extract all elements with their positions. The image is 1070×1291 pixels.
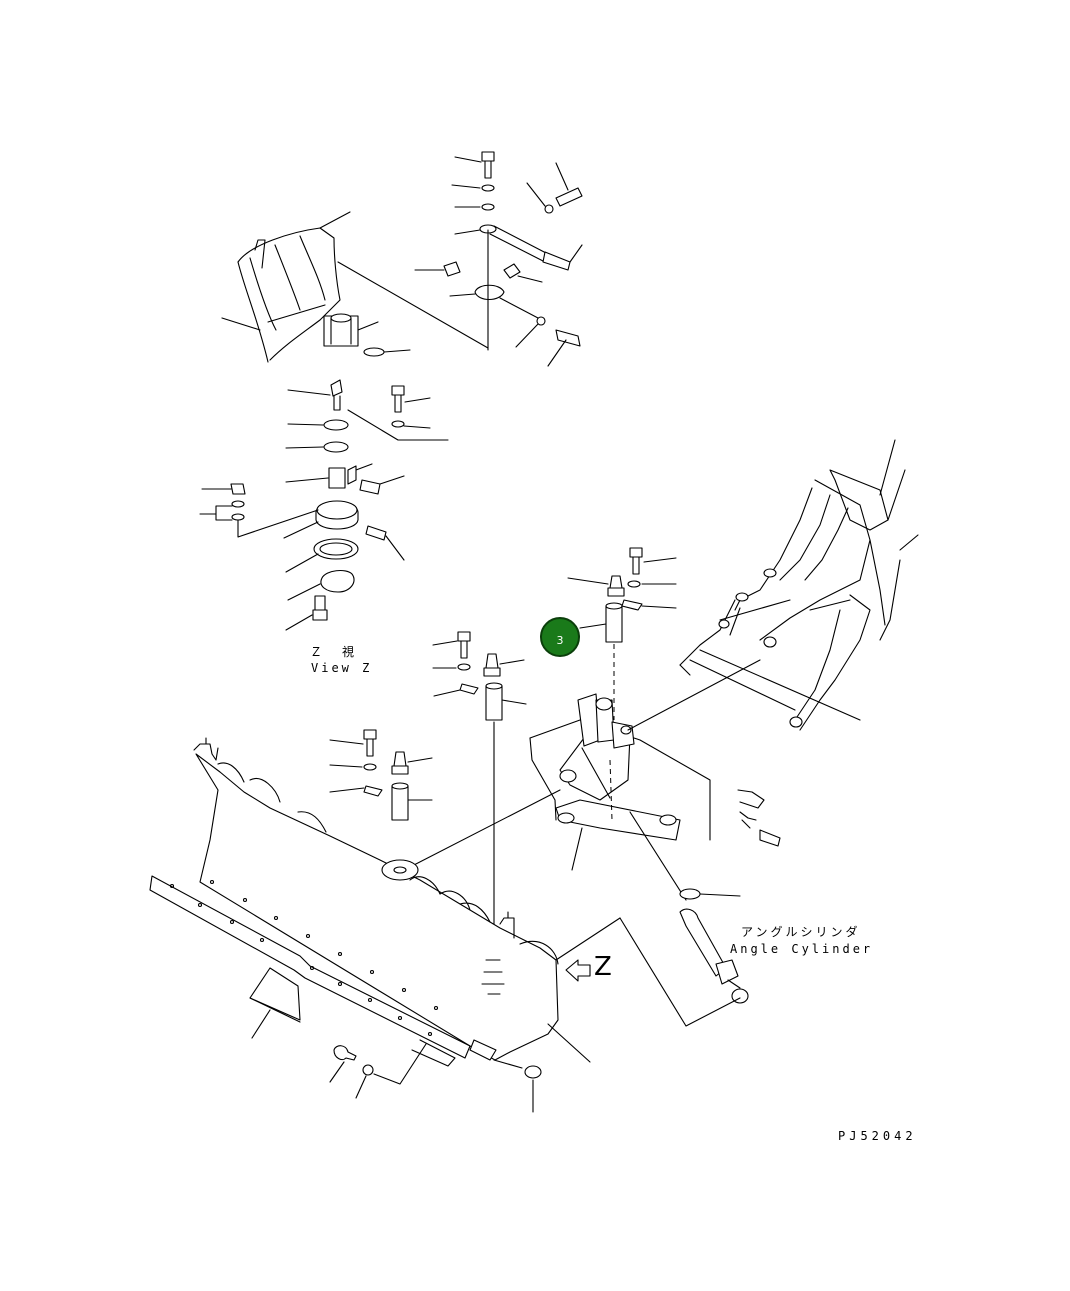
view-z-label-en: View Z xyxy=(311,661,373,675)
top-hardware-stack xyxy=(414,151,583,367)
view-z-arrow-icon xyxy=(565,959,591,982)
view-z-assembly xyxy=(199,379,449,631)
main-blade xyxy=(149,737,591,1113)
angle-cylinder-label-jp: アングルシリンダ xyxy=(741,925,861,939)
drawing-code: PJ52042 xyxy=(838,1129,917,1143)
frame-arm xyxy=(679,439,919,731)
connection-lines xyxy=(487,229,621,961)
view-z-label-jp: Ｚ 視 xyxy=(310,645,359,659)
callout-number: 3 xyxy=(556,633,564,647)
view-z-arrow-label: Z xyxy=(594,952,612,982)
angle-cylinder xyxy=(619,811,749,1027)
bracket xyxy=(411,659,781,871)
center-pins xyxy=(329,547,677,980)
blade-end-upper xyxy=(221,211,489,363)
angle-cylinder-label-en: Angle Cylinder xyxy=(730,942,874,956)
edge-bolt-holes xyxy=(169,879,439,1037)
part-callout-3[interactable]: 3 xyxy=(540,617,580,657)
